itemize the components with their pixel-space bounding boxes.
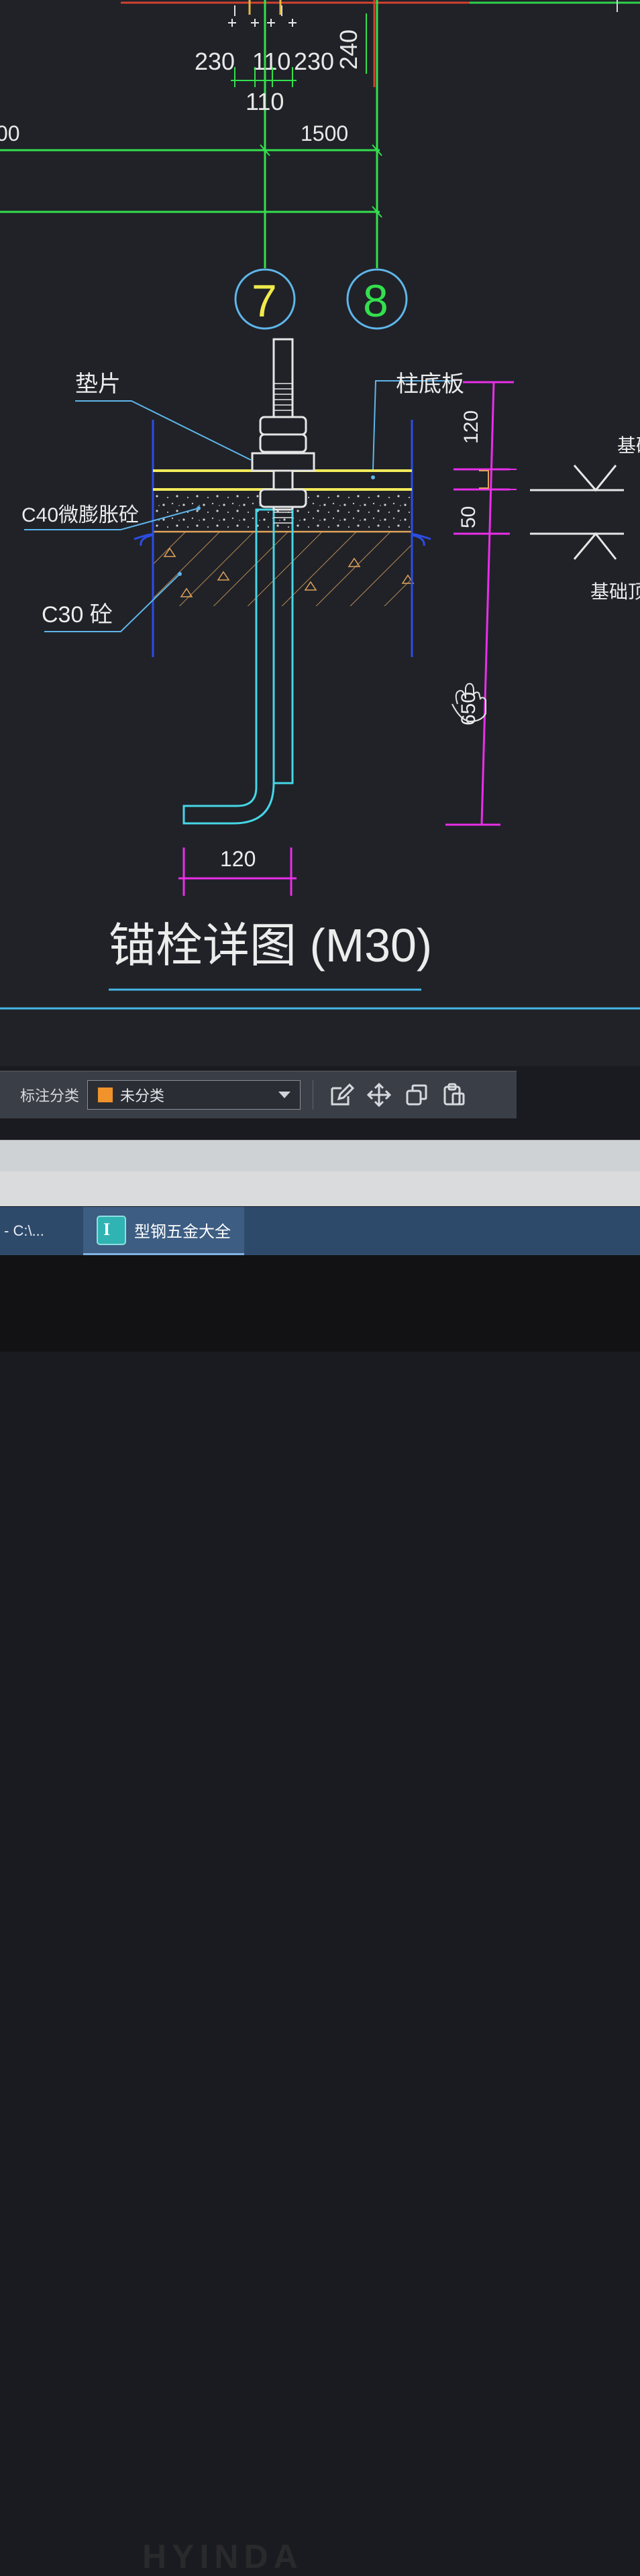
dim-120-hook: 120 bbox=[220, 847, 256, 871]
bolt-pattern-marks bbox=[228, 19, 297, 27]
category-selected-value: 未分类 bbox=[120, 1088, 165, 1104]
side-label-foundation-bottom: 基础顶— bbox=[590, 581, 640, 602]
label-base-plate: 柱底板 bbox=[396, 371, 464, 397]
dim-50: 50 bbox=[458, 506, 480, 528]
axis-label-8: 8 bbox=[363, 276, 388, 327]
monitor-brand-logo: HYINDA bbox=[142, 2538, 303, 2575]
washer bbox=[251, 452, 315, 472]
dim-1500: 1500 bbox=[301, 121, 348, 145]
drawing-title: 锚栓详图 (M30) bbox=[109, 919, 432, 972]
category-select[interactable]: 未分类 bbox=[87, 1080, 301, 1110]
edit-icon bbox=[331, 1083, 355, 1106]
hand-cursor-icon bbox=[451, 683, 486, 723]
move-button[interactable] bbox=[360, 1078, 398, 1112]
cad-drawing-canvas[interactable]: 230 110 230 110 1500 00 240 7 8 bbox=[0, 0, 640, 1066]
dim-230-left: 230 bbox=[195, 48, 235, 75]
copy-button[interactable] bbox=[398, 1078, 435, 1112]
steel-hardware-app-icon: I bbox=[97, 1215, 126, 1245]
nut-top bbox=[259, 416, 307, 436]
c30-concrete-hatch bbox=[153, 531, 412, 606]
properties-panel-strip bbox=[0, 1140, 640, 1172]
taskbar-active-app-label: 型钢五金大全 bbox=[134, 1223, 231, 1241]
side-label-foundation-top: 基础 bbox=[617, 435, 640, 456]
properties-panel-area bbox=[0, 1171, 640, 1206]
paste-button[interactable] bbox=[435, 1078, 473, 1112]
dim-240: 240 bbox=[335, 30, 362, 70]
dim-120-vertical: 120 bbox=[460, 410, 482, 444]
nut-bottom bbox=[259, 488, 307, 508]
nut-mid bbox=[259, 433, 307, 453]
axis-bubble-8 bbox=[346, 268, 408, 330]
edit-button[interactable] bbox=[323, 1078, 360, 1112]
taskbar: - C:\... I 型钢五金大全 bbox=[0, 1207, 640, 1255]
dim-left-cut: 00 bbox=[0, 121, 20, 145]
copy-icon bbox=[406, 1084, 427, 1106]
label-washer: 垫片 bbox=[75, 371, 121, 397]
dim-650: 650 bbox=[458, 692, 480, 725]
axis-label-7: 7 bbox=[252, 276, 277, 327]
annotation-toolbar: 标注分类 未分类 bbox=[0, 1071, 517, 1118]
monitor-bezel: HYINDA bbox=[0, 1255, 640, 2575]
chevron-down-icon[interactable] bbox=[278, 1092, 291, 1098]
label-concrete: C30 砼 bbox=[42, 602, 113, 628]
taskbar-item-active-app[interactable]: I 型钢五金大全 bbox=[83, 1207, 244, 1255]
axis-bubble-7 bbox=[234, 268, 296, 330]
move-icon bbox=[366, 1082, 392, 1108]
annotation-category-label: 标注分类 bbox=[20, 1088, 80, 1104]
dim-110-below: 110 bbox=[246, 88, 284, 115]
taskbar-item-prev[interactable]: - C:\... bbox=[4, 1222, 44, 1239]
label-grout: C40微膨胀砼 bbox=[21, 504, 139, 526]
category-color-swatch bbox=[97, 1087, 114, 1103]
anchor-bolt bbox=[182, 339, 275, 825]
dim-110-top: 110 bbox=[252, 48, 290, 75]
dim-230-right: 230 bbox=[294, 48, 334, 75]
paste-icon bbox=[443, 1083, 465, 1106]
